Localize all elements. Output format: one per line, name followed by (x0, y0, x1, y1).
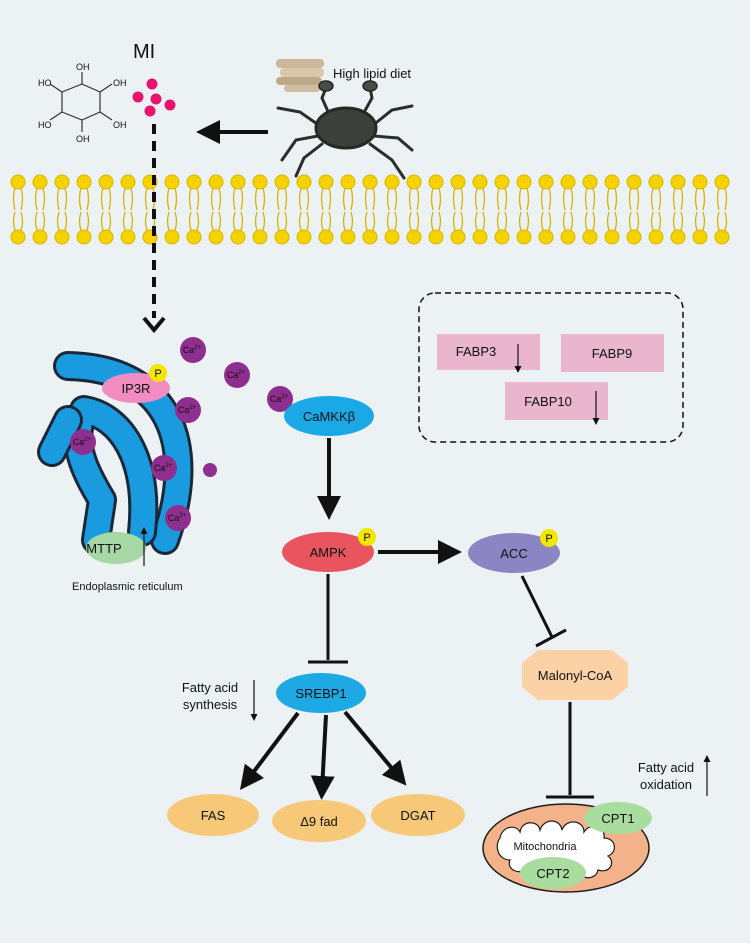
cpt2-label: CPT2 (536, 866, 569, 881)
fabp3-label: FABP3 (456, 344, 496, 359)
inositol-structure-icon: HO OH OH OH OH HO (38, 62, 127, 144)
camkkb-label: CaMKKβ (303, 409, 355, 424)
oxidation-label-line1: Fatty acid (638, 760, 694, 775)
mi-uptake-arrowhead (142, 316, 166, 334)
er-label: Endoplasmic reticulum (72, 581, 183, 593)
srebp1-label: SREBP1 (295, 686, 346, 701)
synthesis-label-line2: synthesis (183, 697, 238, 712)
fabp3-box (437, 334, 540, 370)
calcium-ion: Ca2+ (267, 386, 293, 412)
malonyl-coa (522, 650, 628, 700)
cell-membrane (10, 174, 730, 245)
ampk-kinase (282, 532, 374, 572)
cpt1-enzyme (584, 802, 652, 834)
camkkb-kinase (284, 396, 374, 436)
calcium-label: Ca2+ (270, 394, 289, 404)
fabp-box (418, 292, 684, 443)
calcium-label: Ca2+ (73, 437, 92, 447)
mttp-label: MTTP (86, 541, 121, 556)
acc-inhibits-malonyl-line (520, 575, 554, 638)
calcium-ion: Ca2+ (151, 455, 177, 481)
acc-label: ACC (500, 546, 527, 561)
mi-label: MI (133, 41, 155, 63)
calcium-ion: Ca2+ (224, 362, 250, 388)
srebp1-to-fas-arrow (239, 711, 300, 790)
calcium-label: Ca2+ (183, 345, 202, 355)
srebp1-factor (276, 673, 366, 713)
fabp9-label: FABP9 (592, 346, 632, 361)
svg-text:OH: OH (76, 134, 90, 144)
ip3r-phospho-badge (149, 364, 167, 382)
calcium-ion: Ca2+ (70, 429, 96, 455)
ampk-phospho-badge (358, 528, 376, 546)
fad-label: Δ9 fad (300, 814, 338, 829)
svg-text:OH: OH (76, 62, 90, 72)
oxidation-label-line2: oxidation (640, 777, 692, 792)
acc-inhibits-malonyl-bar (535, 628, 567, 648)
fabp10-label: FABP10 (524, 394, 572, 409)
calcium-ion: Ca2+ (180, 337, 206, 363)
mttp-protein (86, 532, 146, 564)
fad-enzyme (272, 800, 366, 842)
acc-phospho-label: P (545, 533, 552, 545)
diet-label: High lipid diet (333, 66, 411, 81)
fas-label: FAS (201, 808, 226, 823)
dgat-enzyme (371, 794, 465, 836)
malonyl-label: Malonyl-CoA (538, 668, 613, 683)
feed-pellets-icon (276, 59, 324, 92)
mitochondria-label: Mitochondria (514, 841, 578, 853)
svg-text:HO: HO (38, 120, 52, 130)
ip3r-phospho-label: P (154, 368, 161, 380)
fabp10-box (505, 382, 608, 420)
cpt2-enzyme (520, 857, 586, 889)
calcium-ion: Ca2+ (165, 505, 191, 531)
dgat-label: DGAT (400, 808, 435, 823)
calcium-label: Ca2+ (154, 463, 173, 473)
calcium-ion: Ca2+ (175, 397, 201, 423)
svg-text:OH: OH (113, 78, 127, 88)
synthesis-label-line1: Fatty acid (182, 680, 238, 695)
calcium-label: Ca2+ (168, 513, 187, 523)
crab-icon (276, 80, 414, 180)
ampk-label: AMPK (310, 545, 347, 560)
fas-enzyme (167, 794, 259, 836)
calcium-label: Ca2+ (178, 405, 197, 415)
ip3r-label: IP3R (122, 381, 151, 396)
calcium-ion (203, 463, 217, 477)
srebp1-to-fad-arrow (310, 714, 335, 800)
calcium-label: Ca2+ (227, 370, 246, 380)
ampk-phospho-label: P (363, 532, 370, 544)
acc-enzyme (468, 533, 560, 573)
inositol-molecules (132, 78, 176, 117)
cpt1-label: CPT1 (601, 811, 634, 826)
svg-text:OH: OH (113, 120, 127, 130)
fabp9-box (561, 334, 664, 372)
srebp1-to-dgat-arrow (343, 710, 407, 786)
ip3r-receptor (102, 373, 170, 403)
calcium-ions: Ca2+ Ca2+ Ca2+ Ca2+ Ca2+ Ca2+ Ca2+ (70, 337, 293, 531)
svg-text:HO: HO (38, 78, 52, 88)
acc-phospho-badge (540, 529, 558, 547)
